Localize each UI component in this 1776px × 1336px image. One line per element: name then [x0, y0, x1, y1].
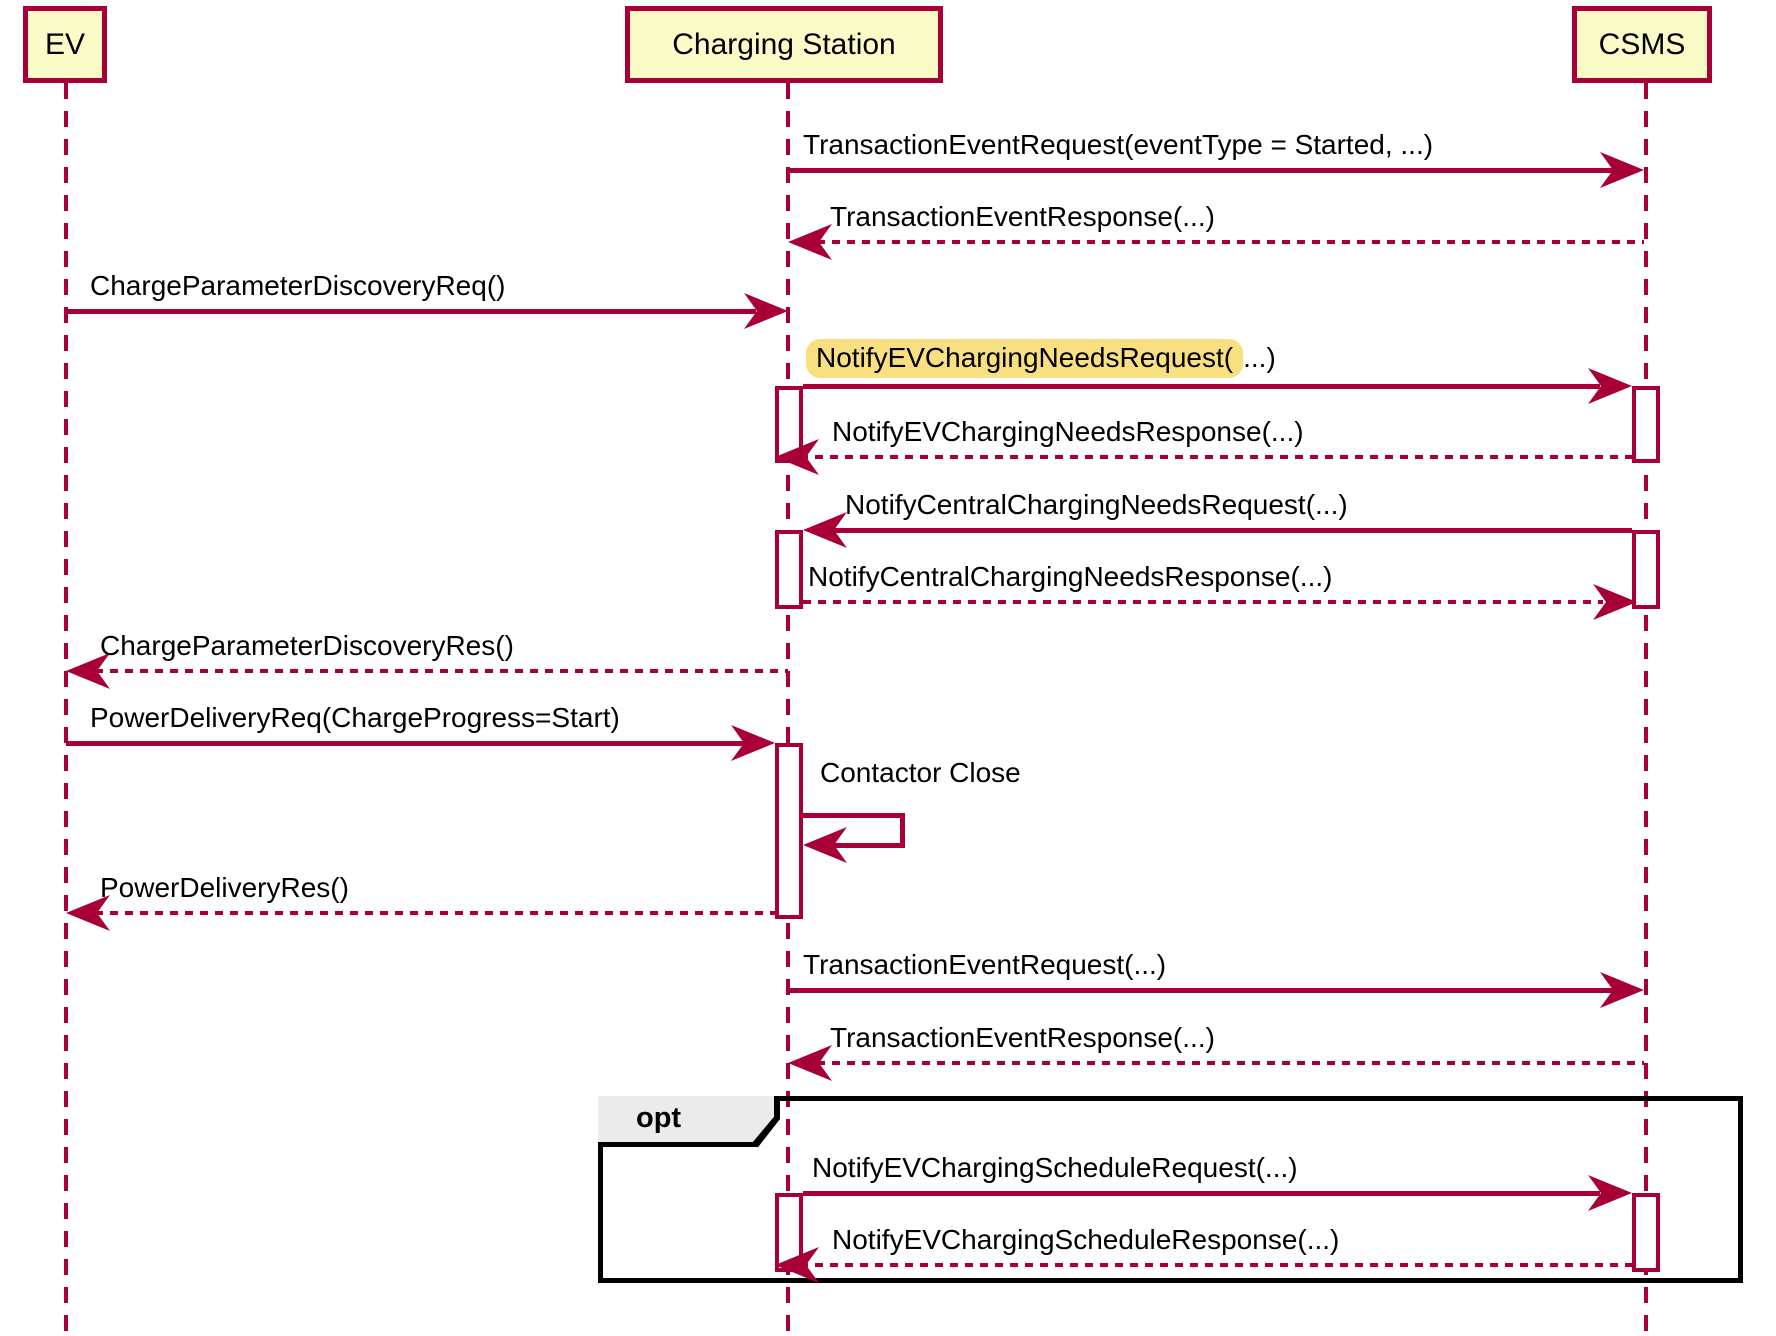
msg-notify-ev-charging-schedule-request-label: NotifyEVChargingScheduleRequest(...) [812, 1152, 1298, 1183]
activation-csms-needs [1632, 386, 1660, 463]
activation-csms-central-needs [1632, 530, 1660, 609]
msg-power-delivery-res-label: PowerDeliveryRes() [100, 872, 349, 903]
participant-charging-station-label: Charging Station [672, 27, 896, 61]
msg-notify-ev-charging-needs-request-line [803, 384, 1600, 389]
msg-contactor-close-label: Contactor Close [820, 757, 1021, 788]
opt-fragment-tab [598, 1096, 774, 1142]
msg-transaction-event-request-2-label: TransactionEventRequest(...) [803, 949, 1167, 980]
arrowhead-left-icon [66, 653, 110, 689]
arrowhead-right-icon [1593, 584, 1637, 620]
lifeline-ev [64, 83, 68, 1332]
activation-cs-power-delivery [775, 743, 803, 919]
msg-notify-central-charging-needs-response-line [803, 600, 1603, 604]
arrowhead-left-icon [775, 439, 819, 475]
msg-power-delivery-res-line [80, 911, 775, 915]
msg-notify-central-charging-needs-response-label: NotifyCentralChargingNeedsResponse(...) [808, 561, 1333, 592]
arrowhead-right-icon [731, 725, 775, 761]
participant-ev: EV [23, 6, 107, 83]
participant-ev-label: EV [44, 27, 86, 61]
msg-contactor-close-line-down [900, 813, 905, 848]
arrowhead-right-icon [1600, 972, 1644, 1008]
opt-fragment [598, 1096, 1743, 1283]
activation-csms-schedule [1632, 1193, 1660, 1272]
msg-notify-ev-charging-schedule-response-line [800, 1263, 1632, 1267]
arrowhead-right-icon [1600, 152, 1644, 188]
msg-charge-parameter-discovery-req-line [66, 309, 756, 314]
msg-contactor-close-line-back [830, 843, 905, 848]
lifeline-csms [1644, 83, 1648, 1332]
arrowhead-left-icon [803, 827, 847, 863]
msg-transaction-event-response-1-line [802, 240, 1644, 244]
msg-charge-parameter-discovery-res-line [80, 669, 788, 673]
participant-charging-station: Charging Station [625, 6, 943, 83]
activation-cs-central-needs [775, 530, 803, 609]
arrowhead-left-icon [788, 224, 832, 260]
msg-notify-ev-charging-schedule-request-line [803, 1191, 1600, 1196]
arrowhead-left-icon [803, 512, 847, 548]
opt-fragment-operator: opt [636, 1102, 682, 1134]
msg-charge-parameter-discovery-res-label: ChargeParameterDiscoveryRes() [100, 630, 514, 661]
participant-csms-label: CSMS [1598, 27, 1686, 61]
arrowhead-right-icon [744, 293, 788, 329]
highlight-marker: NotifyEVChargingNeedsRequest( [806, 339, 1244, 378]
participant-csms: CSMS [1572, 6, 1712, 83]
msg-notify-central-charging-needs-request-line [815, 528, 1632, 533]
arrowhead-left-icon [66, 895, 110, 931]
msg-transaction-event-request-2-line [788, 988, 1614, 993]
msg-notify-ev-charging-needs-response-label: NotifyEVChargingNeedsResponse(...) [832, 416, 1304, 447]
arrowhead-right-icon [1588, 1175, 1632, 1211]
msg-transaction-event-response-2-line [802, 1061, 1644, 1065]
lifeline-charging-station [786, 83, 790, 1332]
msg-contactor-close-line-out [803, 813, 905, 818]
msg-label-rest: ...) [1243, 342, 1276, 373]
msg-charge-parameter-discovery-req-label: ChargeParameterDiscoveryReq() [90, 270, 506, 301]
msg-notify-ev-charging-schedule-response-label: NotifyEVChargingScheduleResponse(...) [832, 1224, 1340, 1255]
msg-transaction-event-response-1-label: TransactionEventResponse(...) [830, 201, 1215, 232]
msg-power-delivery-req-label: PowerDeliveryReq(ChargeProgress=Start) [90, 702, 620, 733]
msg-notify-ev-charging-needs-request-label: NotifyEVChargingNeedsRequest(...) [806, 339, 1276, 378]
msg-notify-central-charging-needs-request-label: NotifyCentralChargingNeedsRequest(...) [845, 489, 1348, 520]
msg-transaction-event-request-1-line [788, 168, 1614, 173]
arrowhead-left-icon [775, 1247, 819, 1283]
msg-transaction-event-response-2-label: TransactionEventResponse(...) [830, 1022, 1215, 1053]
arrowhead-left-icon [788, 1045, 832, 1081]
msg-notify-ev-charging-needs-response-line [800, 455, 1632, 459]
arrowhead-right-icon [1588, 368, 1632, 404]
msg-power-delivery-req-line [66, 741, 763, 746]
msg-transaction-event-request-1-label: TransactionEventRequest(eventType = Star… [803, 129, 1434, 160]
